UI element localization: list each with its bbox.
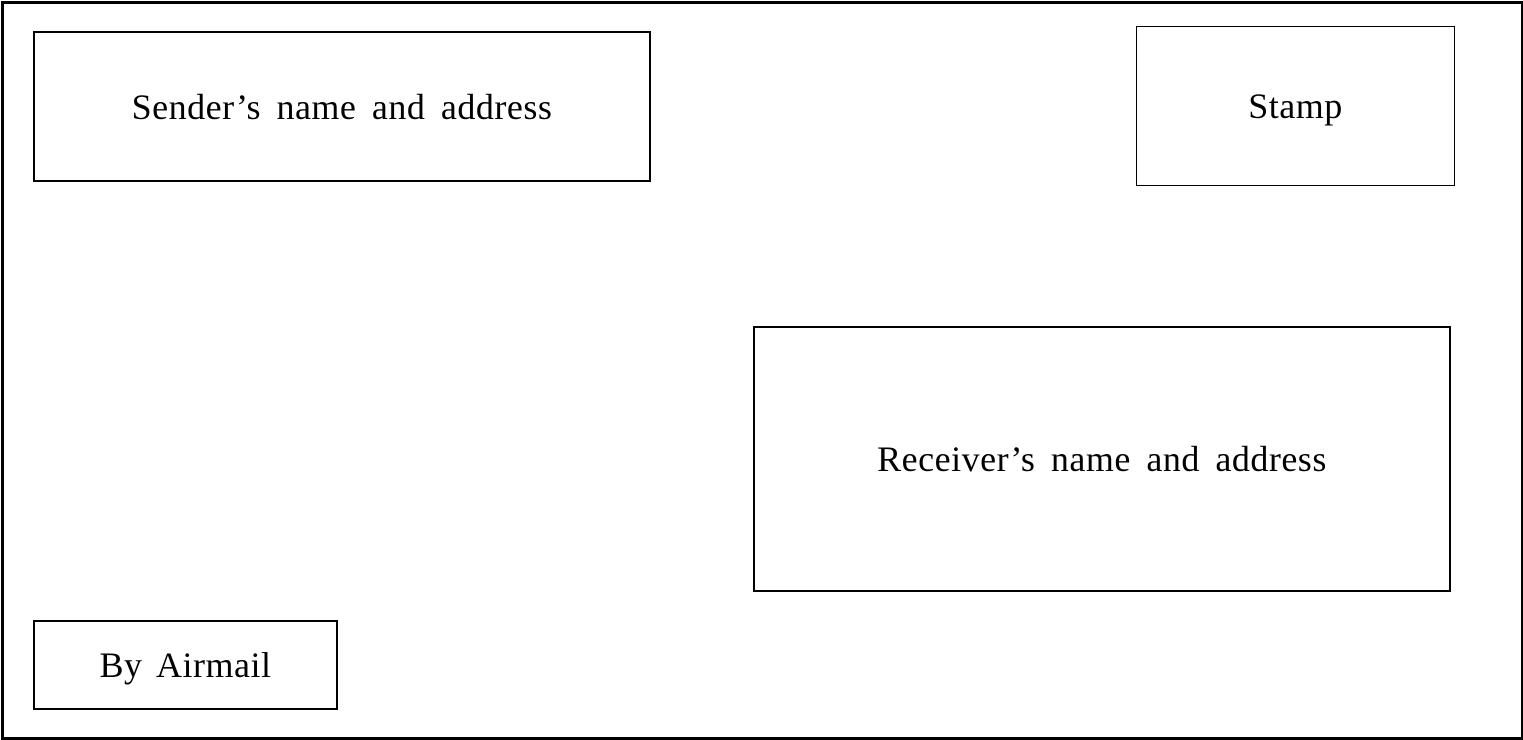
airmail-box: By Airmail xyxy=(33,620,338,710)
stamp-box: Stamp xyxy=(1136,26,1455,186)
sender-address-label: Sender’s name and address xyxy=(131,86,553,127)
receiver-address-box: Receiver’s name and address xyxy=(753,326,1451,592)
receiver-address-label: Receiver’s name and address xyxy=(877,439,1327,479)
stamp-label: Stamp xyxy=(1248,86,1343,126)
sender-address-box: Sender’s name and address xyxy=(33,31,651,182)
airmail-label: By Airmail xyxy=(99,645,272,685)
